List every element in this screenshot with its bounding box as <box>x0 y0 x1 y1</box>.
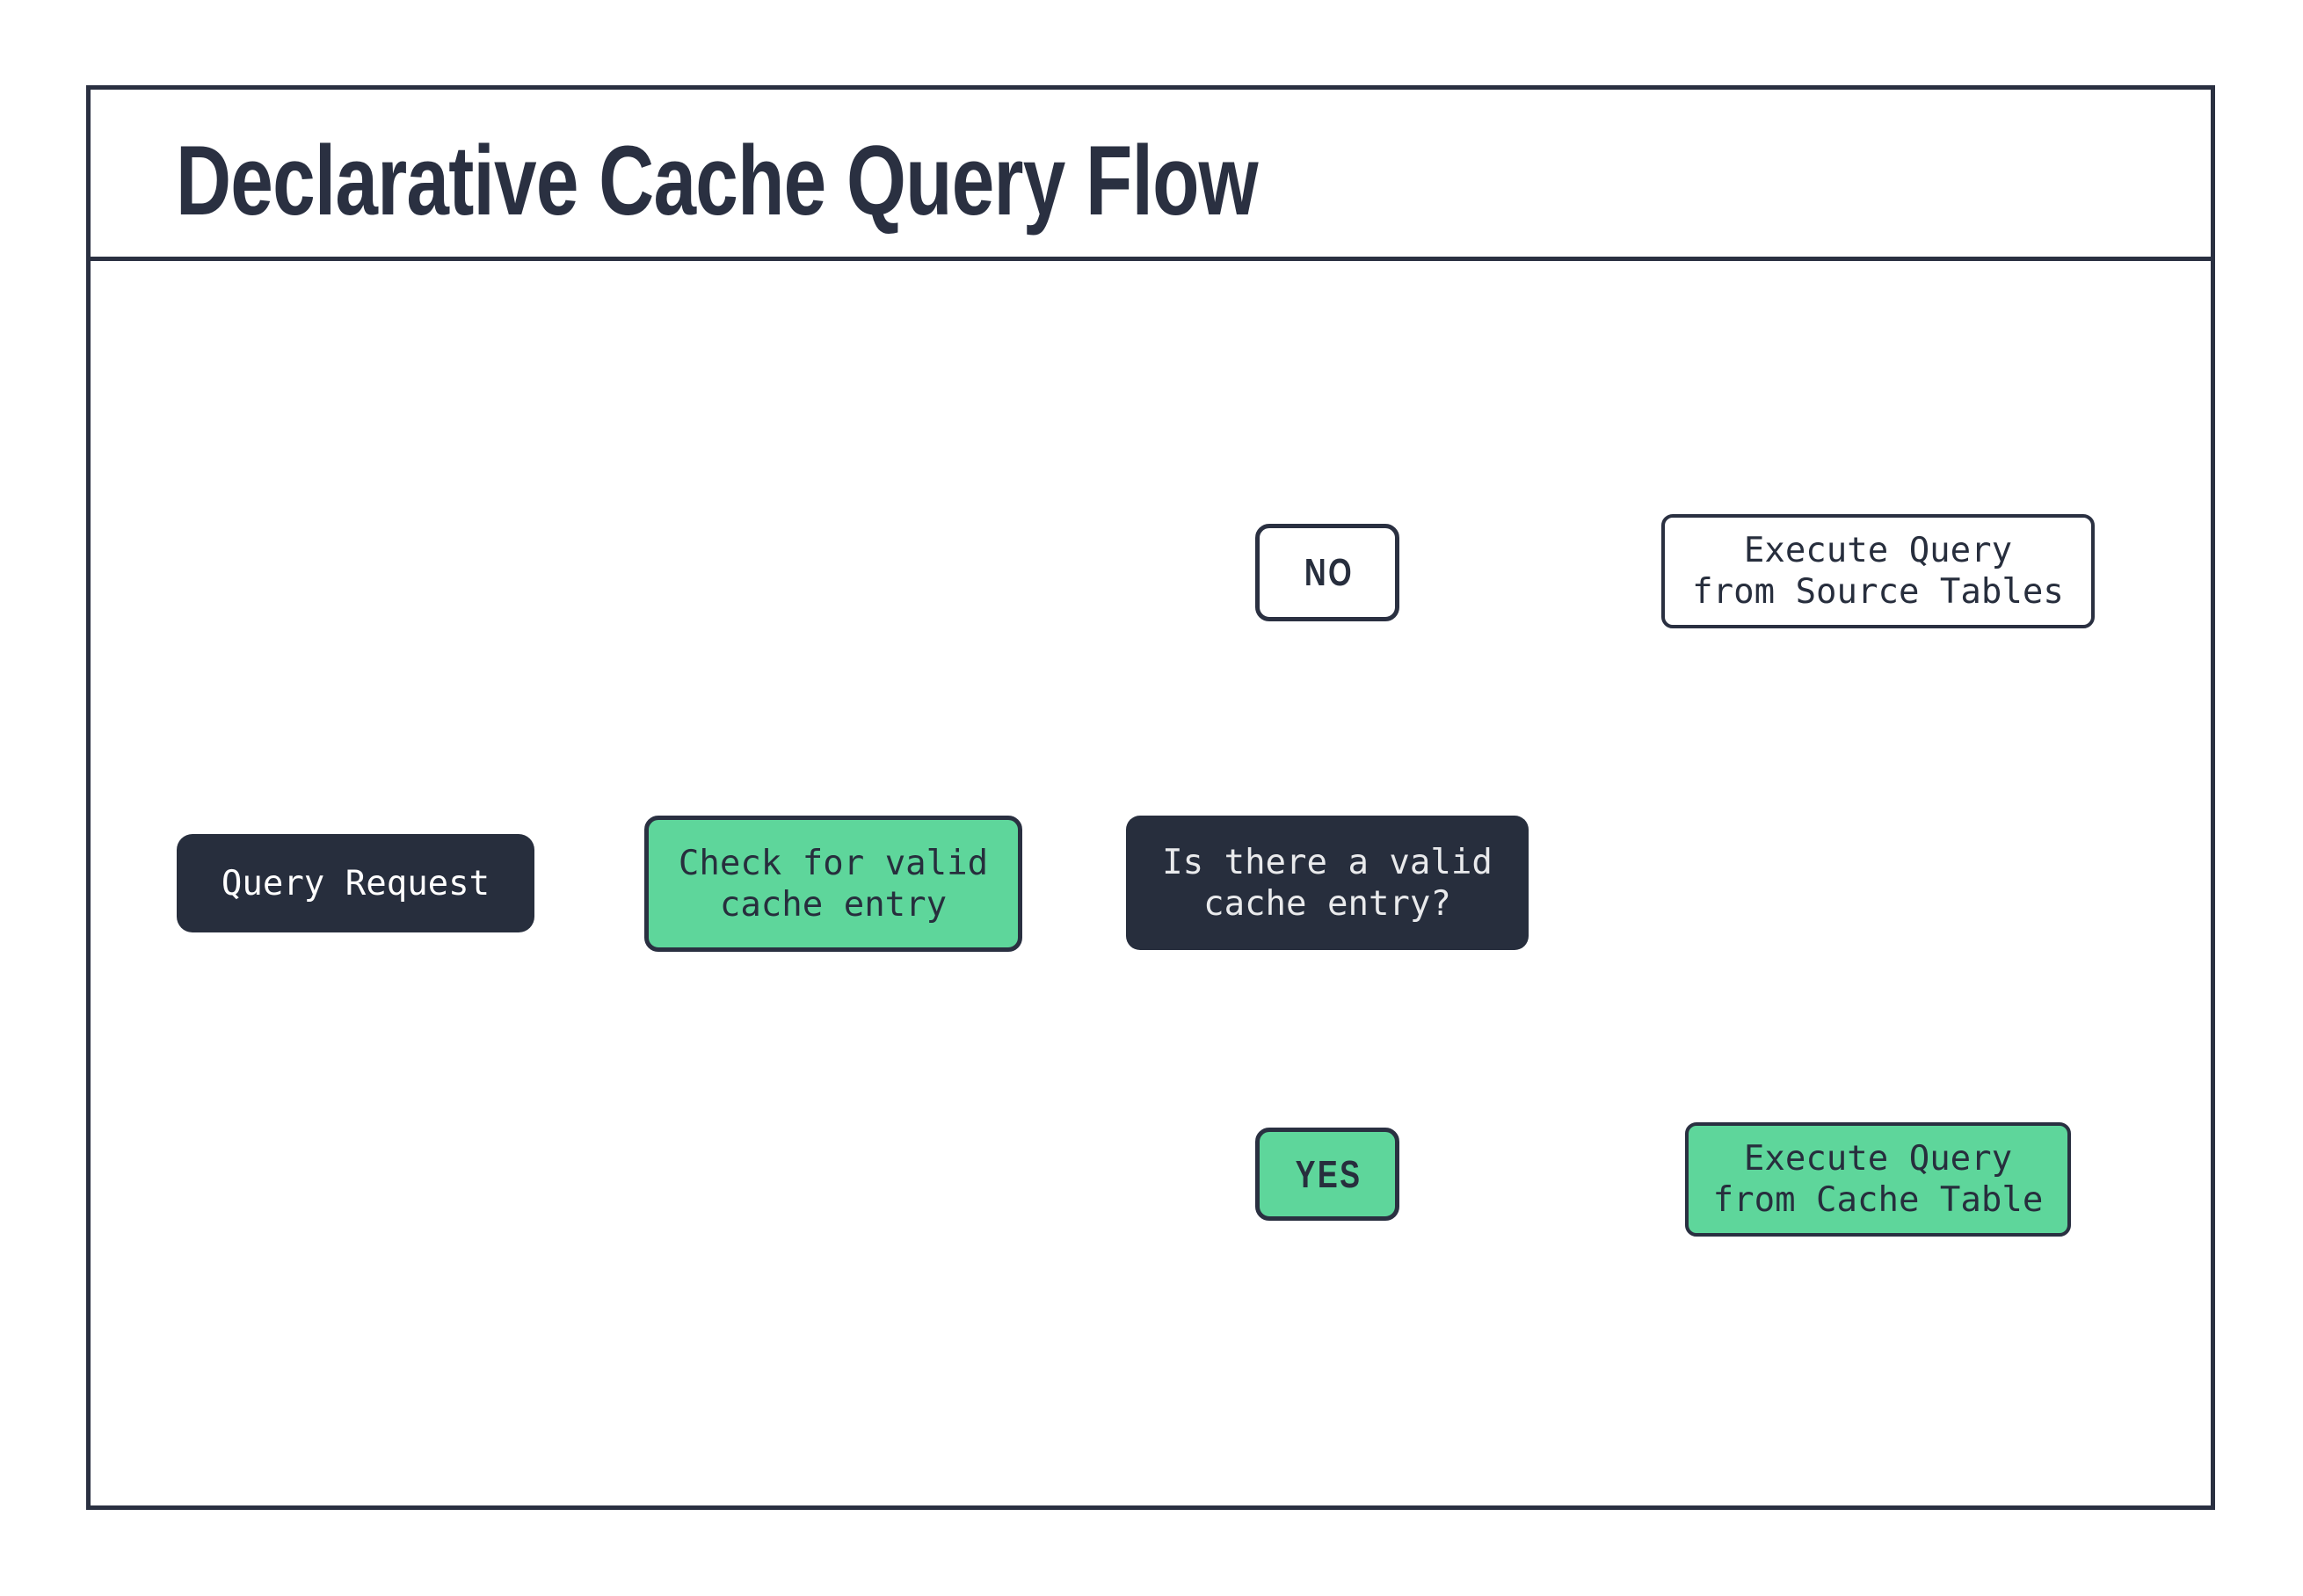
yes-branch-node: YES <box>1255 1128 1399 1221</box>
decision-label: Is there a valid cache entry? <box>1162 842 1493 924</box>
yes-branch-label: YES <box>1295 1152 1362 1196</box>
no-branch-node: NO <box>1255 524 1399 621</box>
check-cache-node: Check for valid cache entry <box>644 816 1022 952</box>
query-request-label: Query Request <box>221 863 490 903</box>
execute-cache-node: Execute Query from Cache Table <box>1685 1122 2071 1237</box>
execute-source-label: Execute Query from Source Tables <box>1692 531 2064 612</box>
diagram-frame <box>86 85 2215 1510</box>
execute-cache-label: Execute Query from Cache Table <box>1712 1139 2044 1220</box>
execute-source-node: Execute Query from Source Tables <box>1661 514 2095 628</box>
decision-node: Is there a valid cache entry? <box>1126 816 1529 950</box>
query-request-node: Query Request <box>177 834 534 932</box>
page-title: Declarative Cache Query Flow <box>176 125 1259 236</box>
diagram-header: Declarative Cache Query Flow <box>86 85 2215 261</box>
no-branch-label: NO <box>1304 551 1354 594</box>
check-cache-label: Check for valid cache entry <box>678 843 989 925</box>
